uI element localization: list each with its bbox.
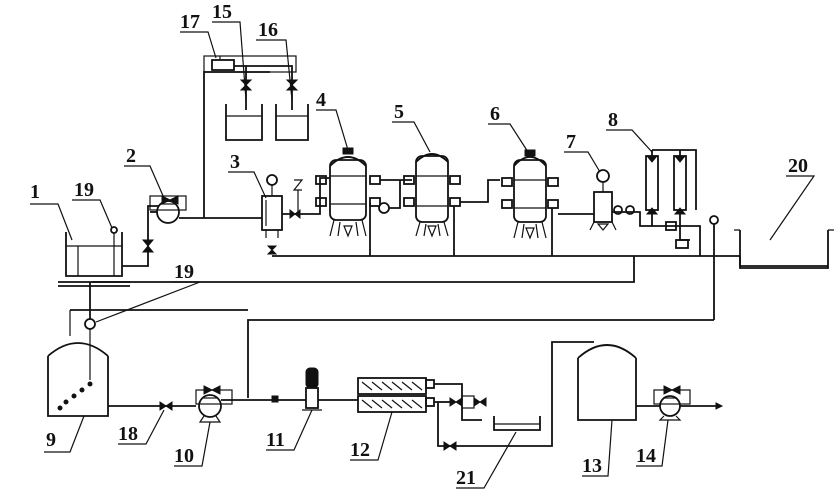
label-15: 15 xyxy=(212,1,232,23)
valve-inlet xyxy=(141,239,155,253)
level-gauge-19-bottom xyxy=(70,309,248,330)
pump-10 xyxy=(195,385,233,423)
label-5: 5 xyxy=(394,101,404,123)
tank-9 xyxy=(47,310,109,417)
cartridge-filter-3 xyxy=(261,174,283,255)
vessel-6 xyxy=(501,149,559,240)
label-16: 16 xyxy=(258,19,278,41)
vessel-5 xyxy=(403,153,461,238)
label-20: 20 xyxy=(788,155,808,177)
unit-11 xyxy=(302,367,322,411)
label-21: 21 xyxy=(456,467,476,489)
chemical-tank-16 xyxy=(275,104,309,141)
tank-21 xyxy=(493,416,541,431)
label-4: 4 xyxy=(316,89,326,111)
membrane-module-8 xyxy=(645,149,701,256)
pump-14 xyxy=(653,385,691,421)
label-9: 9 xyxy=(46,429,56,451)
label-3: 3 xyxy=(230,151,240,173)
label-11: 11 xyxy=(266,429,285,451)
label-1: 1 xyxy=(30,181,40,203)
vessel-4 xyxy=(315,147,381,238)
valve-18 xyxy=(159,401,173,411)
tank-13 xyxy=(577,344,637,421)
unit-12 xyxy=(357,377,435,413)
tank-1 xyxy=(58,232,130,287)
label-10: 10 xyxy=(174,445,194,467)
label-18: 18 xyxy=(118,423,138,445)
label-13: 13 xyxy=(582,455,602,477)
label-12: 12 xyxy=(350,439,370,461)
valves-cluster xyxy=(449,395,487,409)
unit-7 xyxy=(589,169,617,231)
tank-20 xyxy=(734,229,834,269)
label-14: 14 xyxy=(636,445,656,467)
callouts: 1 19 2 17 15 16 3 4 5 6 7 8 20 xyxy=(30,1,816,489)
label-19-bottom: 19 xyxy=(174,261,194,283)
dosing-unit-17 xyxy=(203,55,299,110)
label-19-top: 19 xyxy=(74,179,94,201)
label-6: 6 xyxy=(490,103,500,125)
level-gauge-19-top xyxy=(110,226,118,246)
label-7: 7 xyxy=(566,131,576,153)
chemical-tank-15 xyxy=(225,104,263,141)
label-17: 17 xyxy=(180,11,200,33)
pump-2 xyxy=(149,195,187,224)
label-8: 8 xyxy=(608,109,618,131)
label-2: 2 xyxy=(126,145,136,167)
